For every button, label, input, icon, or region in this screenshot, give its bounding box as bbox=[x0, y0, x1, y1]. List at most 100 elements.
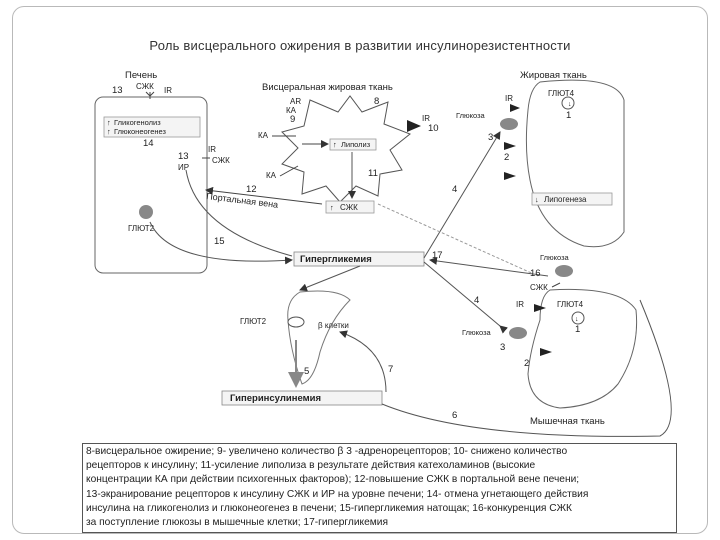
ka-label-2: КА bbox=[258, 131, 269, 140]
liver-szhk-label: СЖК bbox=[136, 82, 154, 91]
ka-label-1: КА bbox=[286, 106, 297, 115]
szhk-box-arrow: ↑ bbox=[330, 203, 334, 212]
muscle-glucose-top-label: Глюкоза bbox=[540, 253, 570, 262]
fat-glut4-label: ГЛЮТ4 bbox=[548, 89, 575, 98]
number-17: 17 bbox=[432, 250, 443, 261]
liver-box bbox=[94, 96, 208, 274]
caption-line: 8-висцеральное ожирение; 9- увеличено ко… bbox=[86, 446, 568, 457]
fat-glucose-icon bbox=[500, 118, 518, 130]
muscle-16-arrow bbox=[429, 256, 549, 277]
szhk-dotted-line bbox=[377, 203, 539, 277]
number-7: 7 bbox=[388, 364, 393, 375]
muscle-number-3: 3 bbox=[500, 342, 505, 353]
number-6: 6 bbox=[452, 410, 457, 421]
liver-szhk2-label: СЖК bbox=[212, 156, 230, 165]
muscle-tissue-label: Мышечная ткань bbox=[530, 416, 605, 427]
lipolysis-arrow: ↑ bbox=[333, 140, 337, 149]
visceral-number-9: 9 bbox=[290, 114, 295, 125]
pancreas-shape bbox=[287, 290, 351, 385]
caption-line: инсулина на гликогенолиз и глюконеогенез… bbox=[86, 502, 572, 514]
muscle-tissue-shape bbox=[527, 288, 638, 409]
fat-glut4-arrow: ↓ bbox=[568, 101, 572, 108]
muscle-number-2: 2 bbox=[524, 358, 529, 369]
visceral-ir-label: IR bbox=[422, 114, 430, 123]
hyperinsulinemia-to-muscle-line bbox=[381, 299, 672, 437]
szhk-box bbox=[325, 200, 375, 214]
fat-receptor-icon-2 bbox=[504, 142, 516, 150]
liver-ip-label: ИР bbox=[178, 163, 189, 172]
hyperglycemia-to-pancreas-arrow bbox=[299, 265, 361, 292]
number-4-bottom: 4 bbox=[474, 295, 479, 306]
muscle-glut4-label: ГЛЮТ4 bbox=[557, 300, 584, 309]
liver-glut2-icon bbox=[139, 205, 153, 219]
ka3-line bbox=[279, 165, 299, 177]
ka-label-3: КА bbox=[266, 171, 277, 180]
pancreas-glut2-icon bbox=[287, 316, 305, 328]
liver-number-14: 14 bbox=[143, 138, 154, 149]
gluconeogenesis-label: Глюконеогенез bbox=[114, 127, 167, 136]
number-15: 15 bbox=[214, 236, 225, 247]
lipogenesis-label: Липогенеза bbox=[544, 195, 587, 204]
muscle-receptor-icon-2 bbox=[540, 348, 552, 356]
hyperglycemia-to-fat-arrow bbox=[423, 131, 501, 259]
liver-receptor-icon bbox=[145, 91, 155, 99]
hyperinsulinemia-to-beta-arrow bbox=[339, 330, 387, 393]
caption-box bbox=[82, 443, 677, 533]
caption-line: рецепторов к инсулину; 11-усиление липол… bbox=[86, 460, 536, 472]
fat-tissue-shape bbox=[525, 79, 625, 248]
muscle-to-hyperglycemia-arrow bbox=[423, 261, 508, 334]
liver-label: Печень bbox=[125, 70, 157, 81]
slide-title: Роль висцерального ожирения в развитии и… bbox=[149, 38, 571, 53]
hyperinsulinemia-label: Гиперинсулинемия bbox=[230, 393, 321, 404]
hyperglycemia-label: Гипергликемия bbox=[300, 254, 372, 265]
muscle-receptor-icon-1 bbox=[534, 304, 546, 312]
fat-receptor-icon-3 bbox=[504, 172, 516, 180]
glycogenolysis-box bbox=[103, 116, 201, 138]
muscle-glut4-icon bbox=[571, 311, 585, 325]
number-5: 5 bbox=[304, 366, 309, 377]
muscle-szhk-line bbox=[551, 282, 561, 288]
fat-glut4-icon bbox=[561, 96, 575, 110]
fat-number-1: 1 bbox=[566, 110, 571, 121]
muscle-glut4-arrow: ↓ bbox=[575, 316, 579, 323]
pancreas-glut2-label: ГЛЮТ2 bbox=[240, 317, 267, 326]
hyperinsulinemia-box bbox=[221, 390, 383, 406]
visceral-ir-receptor-icon bbox=[407, 120, 421, 132]
portal-vein-arrow bbox=[205, 186, 323, 205]
lipogenesis-arrow: ↓ bbox=[535, 195, 539, 204]
visceral-number-10: 10 bbox=[428, 123, 439, 134]
fat-ir-label: IR bbox=[505, 94, 513, 103]
fat-glucose-label: Глюкоза bbox=[456, 111, 486, 120]
fat-number-3: 3 bbox=[488, 132, 493, 143]
visceral-number-8: 8 bbox=[374, 96, 379, 107]
ar-label: AR bbox=[290, 97, 301, 106]
caption-line: концентрации КА при действии психогенных… bbox=[86, 474, 580, 486]
number-16: 16 bbox=[530, 268, 541, 279]
muscle-number-1: 1 bbox=[575, 324, 580, 335]
muscle-szhk-label: СЖК bbox=[530, 283, 548, 292]
muscle-glucose-label: Глюкоза bbox=[462, 328, 492, 337]
visceral-tissue-label: Висцеральная жировая ткань bbox=[262, 82, 393, 93]
caption-line: 13-экранирование рецепторов к инсулину С… bbox=[86, 488, 589, 500]
fat-tissue-label: Жировая ткань bbox=[520, 70, 587, 81]
liver-ir-label: IR bbox=[164, 86, 172, 95]
lipolysis-box bbox=[329, 138, 377, 151]
lipogenesis-box bbox=[531, 192, 613, 206]
caption: 8-висцеральное ожирение; 9- увеличено ко… bbox=[86, 445, 671, 530]
muscle-glucose-top-icon bbox=[555, 265, 573, 277]
liver-ir2-label: IR bbox=[208, 145, 216, 154]
liver-number-13: 13 bbox=[112, 85, 123, 96]
lipolysis-label: Липолиз bbox=[341, 140, 371, 149]
liver-side-line bbox=[185, 169, 293, 257]
fat-number-2: 2 bbox=[504, 152, 509, 163]
gluconeogenesis-arrow: ↑ bbox=[107, 127, 111, 136]
beta-cells-label: β клетки bbox=[318, 321, 349, 330]
portal-number-12: 12 bbox=[246, 184, 257, 195]
fat-receptor-icon-1 bbox=[510, 104, 520, 112]
visceral-number-11: 11 bbox=[368, 168, 378, 179]
muscle-ir-label: IR bbox=[516, 300, 524, 309]
glycogenolysis-label: Гликогенолиз bbox=[114, 118, 161, 127]
caption-line: за поступление глюкозы в мышечные клетки… bbox=[86, 517, 388, 529]
